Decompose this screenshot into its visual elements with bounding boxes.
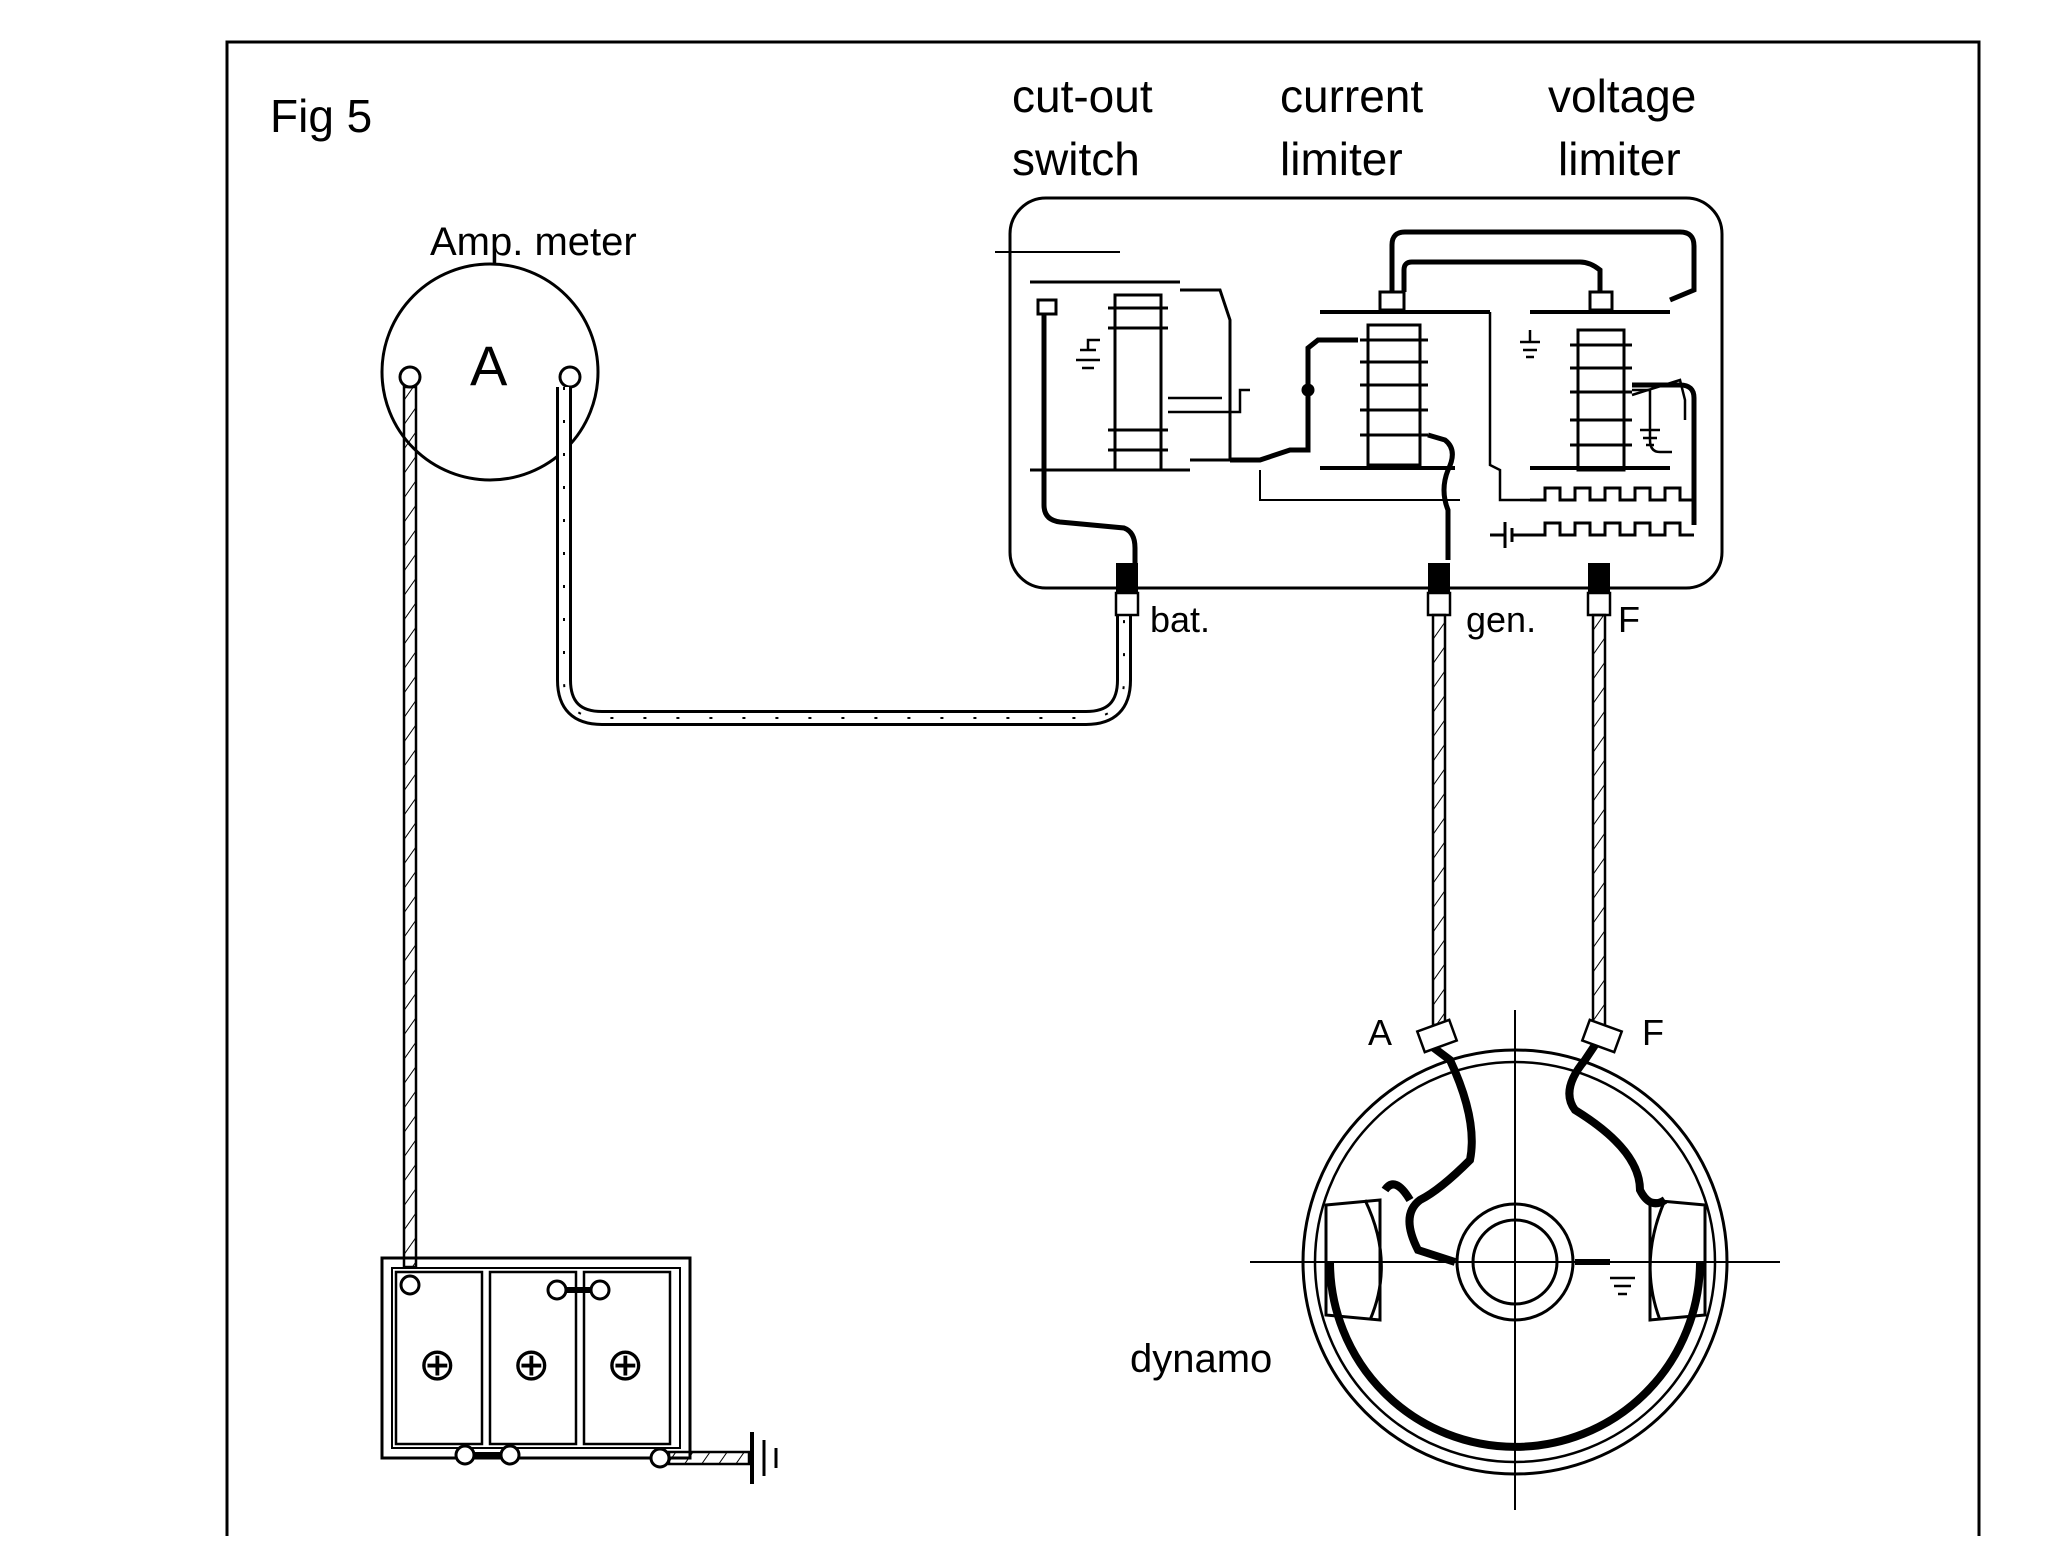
cutout-switch-coil: [995, 251, 1250, 568]
terminal-gen-label: gen.: [1466, 599, 1536, 640]
ammeter-terminal-left: [398, 365, 422, 389]
current-limiter-label-1: current: [1280, 70, 1423, 122]
cable-gen-to-dynamo-a: [1431, 613, 1447, 1027]
voltage-limiter-coil: [1389, 229, 1697, 525]
ammeter: A Amp. meter: [380, 220, 637, 482]
battery-cell-3-plus: ⊕: [606, 1338, 645, 1390]
cable-f-to-dynamo-f: [1591, 613, 1607, 1027]
battery-ground: [667, 1432, 778, 1484]
regulator-housing: [1008, 196, 1724, 590]
battery-cell-2-plus: ⊕: [512, 1338, 551, 1390]
dynamo-terminal-f-label: F: [1642, 1012, 1664, 1053]
current-limiter-label-2: limiter: [1280, 133, 1403, 185]
terminal-gen: [1426, 563, 1452, 617]
terminal-f: [1586, 563, 1612, 617]
dynamo: [1250, 1010, 1780, 1510]
ammeter-label: Amp. meter: [430, 220, 637, 264]
figure-title: Fig 5: [270, 90, 372, 142]
voltage-limiter-label-1: voltage: [1548, 70, 1696, 122]
voltage-limiter-label-2: limiter: [1558, 133, 1681, 185]
cable-ammeter-to-battery: [402, 385, 418, 1269]
battery: [380, 1256, 692, 1469]
ammeter-terminal-right: [558, 365, 582, 389]
regulator-resistors: [1490, 486, 1694, 548]
cutout-label-1: cut-out: [1012, 70, 1153, 122]
terminal-bat-label: bat.: [1150, 599, 1210, 640]
dynamo-label: dynamo: [1130, 1337, 1272, 1381]
dynamo-terminal-a-label: A: [1368, 1012, 1392, 1053]
cutout-label-2: switch: [1012, 133, 1140, 185]
terminal-bat: [1114, 563, 1140, 617]
ammeter-symbol: A: [470, 334, 508, 397]
commutator: [1455, 1202, 1575, 1322]
terminal-f-label: F: [1618, 599, 1640, 640]
cable-ammeter-to-bat-terminal: [556, 387, 1132, 726]
current-limiter-coil: [1230, 290, 1490, 560]
ammeter-dial: [380, 262, 600, 482]
voltage-regulator: cut-out switch current limiter voltage l…: [995, 70, 1724, 640]
battery-cell-1-plus: ⊕: [418, 1338, 457, 1390]
